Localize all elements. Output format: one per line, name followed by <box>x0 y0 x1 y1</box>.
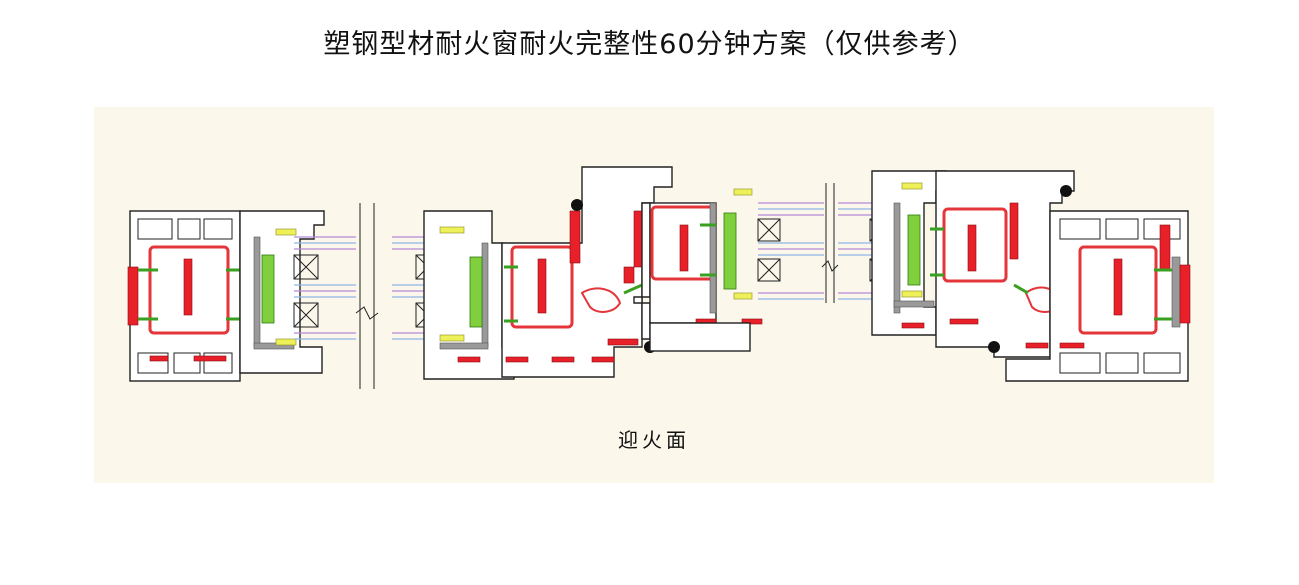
glazing-bead <box>253 342 295 350</box>
fire-insert <box>901 322 925 329</box>
fire-insert <box>967 224 977 272</box>
center-left-section <box>423 166 673 380</box>
glazing-bead <box>481 242 489 348</box>
fire-insert <box>1009 202 1019 260</box>
fire-seal-strip <box>1179 264 1191 324</box>
spacer <box>439 334 465 342</box>
fire-insert <box>505 356 529 363</box>
spacer <box>439 226 465 234</box>
fire-insert <box>1025 342 1049 349</box>
fire-side-label: 迎火面 <box>618 428 690 452</box>
fire-insert <box>537 258 547 314</box>
fire-insert <box>607 338 639 346</box>
glazing-bead <box>253 236 261 348</box>
fire-insert <box>149 355 169 362</box>
spacer <box>901 182 923 190</box>
fire-insert <box>679 224 689 272</box>
fire-insert <box>1113 258 1123 316</box>
drawing-panel: 迎火面 <box>94 107 1214 483</box>
fire-insert <box>457 356 481 363</box>
spacer <box>275 228 297 236</box>
fire-insert <box>741 318 763 325</box>
glazing-bead <box>439 342 489 350</box>
fire-insert <box>949 318 979 325</box>
spacer <box>901 290 923 298</box>
gasket <box>1060 185 1072 197</box>
fire-insert <box>183 258 193 316</box>
intumescent-strip <box>261 254 275 324</box>
right-frame-section <box>1005 210 1191 382</box>
spacer <box>733 188 753 196</box>
intumescent-strip <box>907 214 921 286</box>
center-right-section <box>871 170 1075 358</box>
page-title: 塑钢型材耐火窗耐火完整性60分钟方案（仅供参考） <box>323 29 976 60</box>
gasket <box>988 341 1000 353</box>
fire-insert <box>591 356 615 363</box>
center-vent-section <box>633 183 894 352</box>
fire-insert <box>1059 342 1085 349</box>
spacer <box>275 338 297 346</box>
spacer <box>733 292 753 300</box>
gasket <box>571 199 583 211</box>
fire-seal-strip <box>127 266 139 326</box>
intumescent-strip <box>469 256 483 328</box>
glazing-bead <box>893 300 935 308</box>
fire-insert <box>623 266 635 284</box>
glazing-bead <box>709 202 717 314</box>
left-frame-section <box>127 210 325 382</box>
glazing-bead <box>1171 256 1181 328</box>
intumescent-strip <box>723 212 737 290</box>
fire-insert <box>569 210 581 264</box>
window-section-drawing <box>127 166 1191 389</box>
glazing-bead <box>893 202 901 314</box>
fire-insert <box>551 356 575 363</box>
fire-insert <box>1159 224 1171 270</box>
fire-insert <box>193 355 227 362</box>
hinge-profile <box>580 287 622 313</box>
